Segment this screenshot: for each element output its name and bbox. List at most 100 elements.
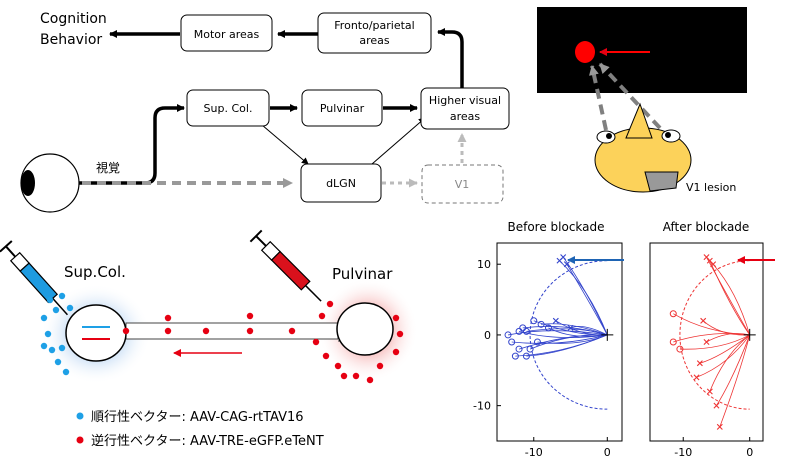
higher-label-2: areas bbox=[450, 110, 481, 123]
supcol-injection-label: Sup.Col. bbox=[64, 263, 126, 281]
retrograde-vector-dot bbox=[392, 348, 400, 356]
anterograde-vector-dot bbox=[66, 304, 74, 312]
retrograde-vector-dot bbox=[352, 372, 360, 380]
cognition-label: Cognition bbox=[40, 11, 107, 27]
trajectory-line bbox=[719, 334, 751, 427]
pulvinar-injection-label: Pulvinar bbox=[332, 265, 393, 283]
anterograde-vector-dot bbox=[40, 314, 48, 322]
endpoint-circle-marker bbox=[669, 338, 677, 346]
endpoint-circle-marker bbox=[522, 352, 530, 360]
endpoint-x-marker bbox=[703, 339, 710, 345]
boundary-arc bbox=[679, 260, 750, 410]
anterograde-vector-dot bbox=[58, 292, 66, 300]
x-tick-label: 0 bbox=[604, 446, 611, 459]
endpoint-circle-marker bbox=[544, 324, 552, 332]
plot-before-title: Before blockade bbox=[507, 220, 604, 234]
trajectory-line bbox=[559, 260, 608, 336]
endpoint-circle-marker bbox=[676, 345, 684, 353]
endpoint-circle-marker bbox=[526, 345, 534, 353]
box-pulvinar bbox=[301, 89, 383, 127]
trajectory-line bbox=[511, 334, 608, 344]
pulvinar-box-label: Pulvinar bbox=[320, 102, 365, 115]
retrograde-vector-dot bbox=[376, 362, 384, 370]
trajectory-line bbox=[706, 256, 751, 336]
endpoint-circle-marker bbox=[533, 338, 541, 346]
legend-blue-dot bbox=[76, 412, 84, 420]
endpoint-circle-marker bbox=[519, 324, 527, 332]
endpoint-circle-marker bbox=[515, 327, 523, 335]
box-sup-col bbox=[186, 89, 270, 127]
anterograde-vector-dot bbox=[62, 368, 70, 376]
trajectory-line bbox=[699, 334, 750, 364]
legend-anterograde: 順行性ベクター: AAV-CAG-rtTAV16 bbox=[91, 410, 304, 425]
anterograde-vector-dot bbox=[58, 344, 66, 352]
pathway-diagram: Cognition Behavior Motor areas Fronto/pa… bbox=[20, 11, 510, 213]
endpoint-x-marker bbox=[556, 257, 563, 264]
motor-areas-label: Motor areas bbox=[194, 28, 260, 41]
endpoint-x-marker bbox=[552, 317, 559, 324]
box-fronto-parietal bbox=[317, 12, 432, 54]
supcol-structure bbox=[65, 304, 127, 362]
dlgn-label: dLGN bbox=[326, 177, 356, 190]
retrograde-vector-dot bbox=[164, 327, 172, 335]
anterograde-vector-dot bbox=[46, 296, 54, 304]
retrograde-vector-dot bbox=[246, 312, 254, 320]
anterograde-vector-dot bbox=[44, 330, 52, 338]
v1-lesion-label: V1 lesion bbox=[686, 181, 736, 194]
fronto-label-2: areas bbox=[359, 34, 390, 47]
blue-dots bbox=[40, 292, 74, 376]
box-motor-areas bbox=[180, 14, 273, 52]
endpoint-circle-marker bbox=[530, 317, 538, 325]
retrograde-vector-dot bbox=[246, 327, 254, 335]
retrograde-vector-dot bbox=[288, 327, 296, 335]
retrograde-vector-dot bbox=[366, 376, 374, 384]
endpoint-x-marker bbox=[696, 360, 703, 367]
y-tick-label: 0 bbox=[484, 329, 491, 342]
box-v1 bbox=[421, 164, 504, 204]
endpoint-circle-marker bbox=[537, 320, 545, 328]
stimulus-screen bbox=[537, 7, 747, 93]
endpoint-x-marker bbox=[693, 374, 700, 381]
eye-icon bbox=[20, 153, 80, 213]
boundary-arc bbox=[529, 260, 608, 410]
arrow-dlgn-to-higher bbox=[371, 117, 426, 165]
box-dlgn bbox=[300, 163, 382, 203]
x-tick-label: 0 bbox=[746, 446, 753, 459]
retrograde-vector-dot bbox=[322, 352, 330, 360]
endpoint-circle-marker bbox=[511, 352, 519, 360]
behavior-label: Behavior bbox=[40, 32, 102, 48]
endpoint-circle-marker bbox=[515, 345, 523, 353]
axon-tube bbox=[125, 322, 339, 340]
retrograde-vector-dot bbox=[202, 327, 210, 335]
vision-label: 視覚 bbox=[96, 160, 120, 175]
gaze-line-left bbox=[589, 65, 608, 131]
red-dots bbox=[122, 300, 404, 384]
trajectory-line bbox=[673, 333, 750, 343]
arrow-higher-to-fronto bbox=[437, 28, 464, 88]
anterograde-vector-dot bbox=[48, 346, 56, 354]
retrograde-vector-dot bbox=[318, 312, 326, 320]
retrograde-vector-dot bbox=[392, 314, 400, 322]
retrograde-vector-dot bbox=[312, 338, 320, 346]
endpoint-x-marker bbox=[700, 317, 707, 324]
monkey-face-icon bbox=[594, 102, 692, 193]
arrow-eye-to-supcol bbox=[78, 104, 185, 185]
y-tick-label: -10 bbox=[473, 400, 491, 413]
higher-label-1: Higher visual bbox=[429, 94, 501, 107]
lesion-panel: V1 lesion bbox=[537, 7, 747, 194]
trajectory-line bbox=[709, 260, 751, 336]
trajectory-line bbox=[570, 326, 608, 336]
trajectory-line bbox=[716, 334, 751, 406]
legend-red-dot bbox=[76, 436, 84, 444]
target-dot bbox=[575, 41, 595, 63]
endpoint-circle-marker bbox=[669, 310, 677, 318]
endpoint-x-marker bbox=[710, 261, 717, 268]
syringe-red-icon bbox=[249, 229, 322, 302]
gaze-line-right bbox=[598, 62, 662, 130]
trajectory-line bbox=[515, 334, 608, 357]
pulvinar-structure bbox=[336, 302, 394, 356]
trajectory-line bbox=[548, 327, 608, 337]
